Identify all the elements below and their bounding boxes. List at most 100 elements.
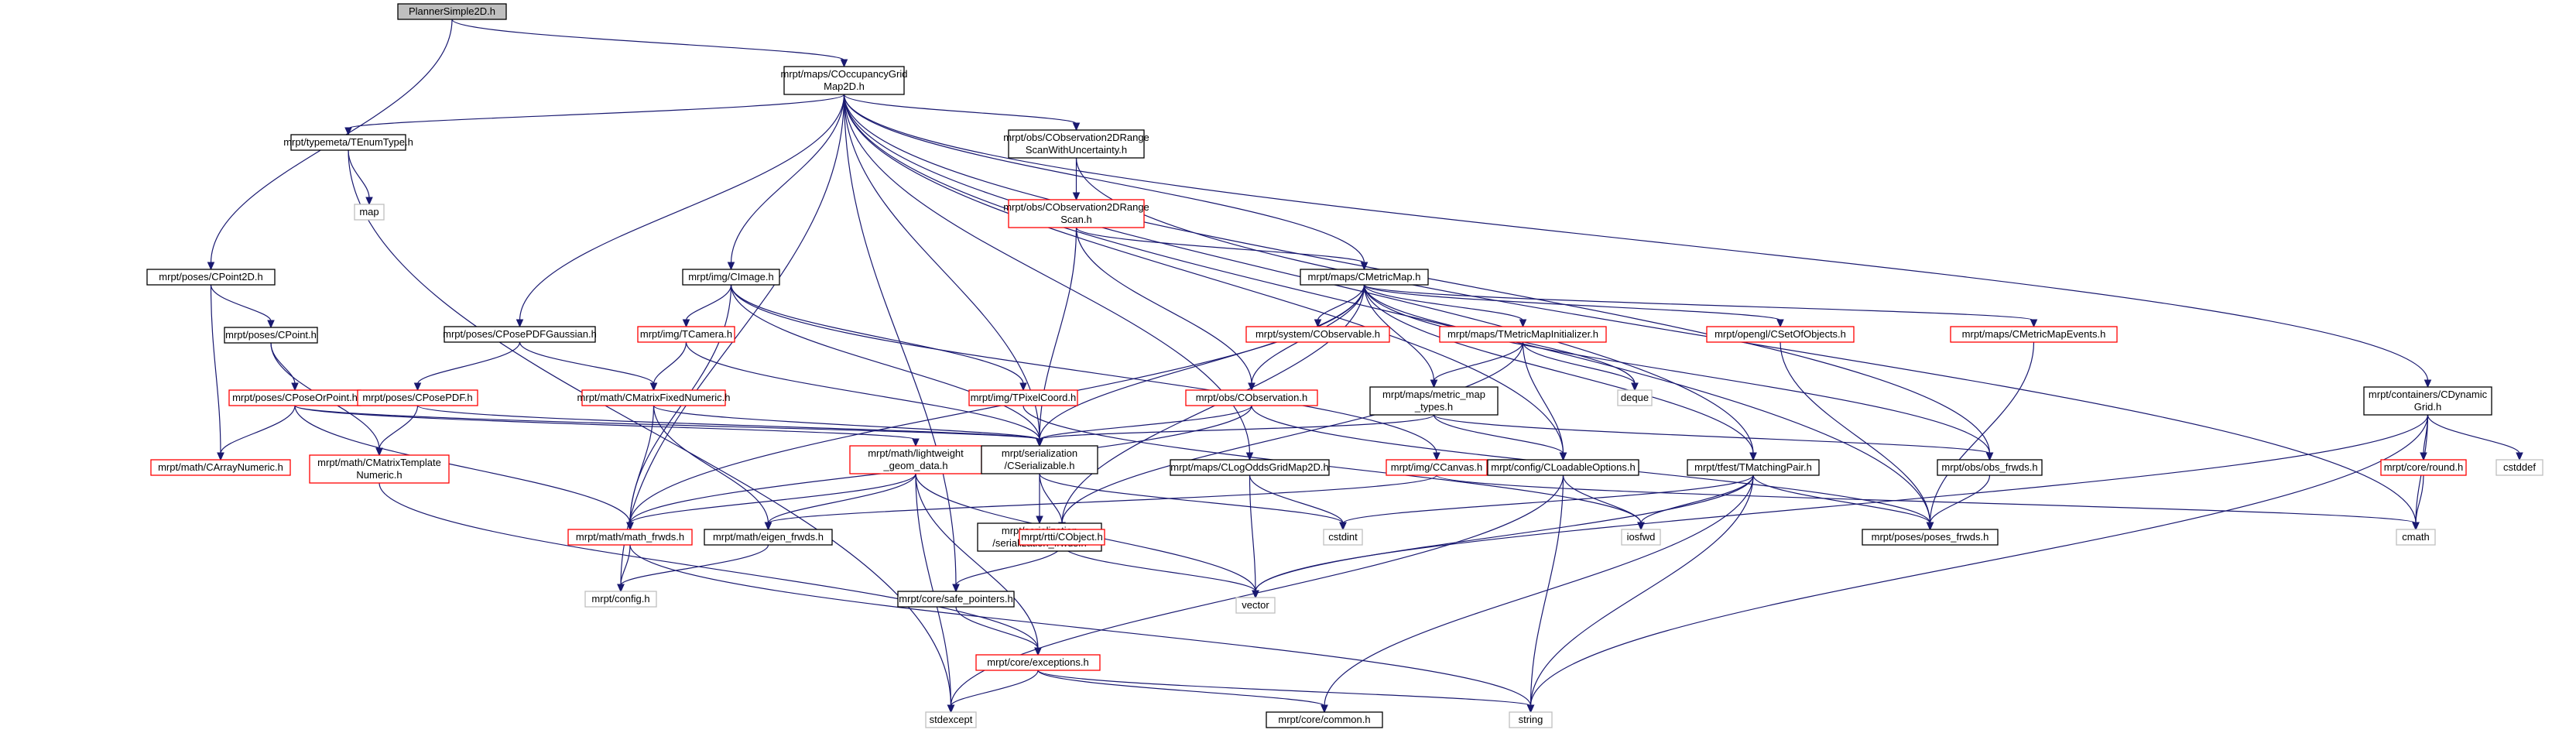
edge-cimage-to-tpixel xyxy=(730,284,1027,392)
graph-node-stdexcept[interactable]: stdexcept xyxy=(925,711,977,728)
graph-node-safeptr[interactable]: mrpt/core/safe_pointers.h xyxy=(897,591,1015,608)
graph-node-lwgeom[interactable]: mrpt/math/lightweight_geom_data.h xyxy=(849,445,982,474)
graph-node-posesfrwds[interactable]: mrpt/poses/poses_frwds.h xyxy=(1862,529,1999,546)
graph-node-cmetric[interactable]: mrpt/maps/CMetricMap.h xyxy=(1300,269,1429,286)
graph-node-cobs2du[interactable]: mrpt/obs/CObservation2DRangeScanWithUnce… xyxy=(1003,129,1149,159)
graph-node-cposepdf[interactable]: mrpt/poses/CPosePDF.h xyxy=(357,389,478,406)
edge-cobject-to-vector xyxy=(1061,544,1259,599)
graph-node-cloadable[interactable]: mrpt/config/CLoadableOptions.h xyxy=(1487,459,1639,476)
graph-node-label: mrpt/poses/CPosePDF.h xyxy=(362,392,472,403)
graph-node-box xyxy=(290,134,406,151)
graph-node-csetobj[interactable]: mrpt/opengl/CSetOfObjects.h xyxy=(1706,326,1855,343)
graph-node-common[interactable]: mrpt/core/common.h xyxy=(1266,711,1383,728)
graph-node-cimage[interactable]: mrpt/img/CImage.h xyxy=(682,269,780,286)
edge-line xyxy=(1075,157,2417,524)
graph-node-cpoint[interactable]: mrpt/poses/CPoint.h xyxy=(224,327,318,344)
graph-node-label: mrpt/poses/CPosePDFGaussian.h xyxy=(443,328,597,340)
graph-node-root[interactable]: PlannerSimple2D.h xyxy=(397,3,507,20)
edge-cobs2d-to-cobservation xyxy=(1075,227,1255,392)
graph-node-label: mrpt/config.h xyxy=(591,593,649,605)
edge-line xyxy=(1436,474,2417,524)
edge-safeptr-to-exceptions xyxy=(955,606,1042,656)
graph-node-label: Numeric.h xyxy=(356,469,402,481)
graph-node-cstddef[interactable]: cstddef xyxy=(2496,459,2543,476)
graph-node-cmetricevents[interactable]: mrpt/maps/CMetricMapEvents.h xyxy=(1950,326,2118,343)
graph-node-label: ScanWithUncertainty.h xyxy=(1026,144,1127,156)
graph-node-label: Grid.h xyxy=(2414,401,2441,413)
edge-cmfn-to-cserial xyxy=(653,405,1043,447)
graph-node-cobject[interactable]: mrpt/rtti/CObject.h xyxy=(1019,529,1105,546)
graph-node-mathfrwds[interactable]: mrpt/math/math_frwds.h xyxy=(567,529,693,546)
graph-node-obsfrwds[interactable]: mrpt/obs/obs_frwds.h xyxy=(1937,459,2043,476)
graph-node-tmatching[interactable]: mrpt/tfest/TMatchingPair.h xyxy=(1687,459,1820,476)
graph-node-cmfn[interactable]: mrpt/math/CMatrixFixedNumeric.h xyxy=(577,389,731,406)
graph-node-label: mrpt/math/eigen_frwds.h xyxy=(713,531,824,543)
edge-cpoint2d-to-carraynum xyxy=(210,284,224,461)
graph-node-metrictypes[interactable]: mrpt/maps/metric_map_types.h xyxy=(1369,386,1499,416)
edge-arrowhead xyxy=(1433,452,1440,461)
graph-node-map[interactable]: map xyxy=(354,204,385,221)
edge-line xyxy=(1363,284,2035,321)
graph-node-label: cmath xyxy=(2402,531,2429,543)
edge-line xyxy=(843,94,1754,454)
graph-node-carraynum[interactable]: mrpt/math/CArrayNumeric.h xyxy=(150,459,291,476)
edge-clogodds-to-cstdint xyxy=(1249,474,1347,531)
edge-arrowhead xyxy=(764,522,772,531)
graph-node-tenum[interactable]: mrpt/typemeta/TEnumType.h xyxy=(283,134,413,151)
edge-cog-to-cobs2du xyxy=(843,94,1081,132)
graph-node-label: mrpt/opengl/CSetOfObjects.h xyxy=(1714,328,1846,340)
graph-node-string[interactable]: string xyxy=(1509,711,1553,728)
edge-metrictypes-to-cloadable xyxy=(1433,414,1567,461)
graph-node-vector[interactable]: vector xyxy=(1235,597,1276,614)
edge-arrowhead xyxy=(2424,379,2432,389)
graph-node-box xyxy=(2396,529,2436,546)
edge-line xyxy=(843,94,1077,125)
edge-arrowhead xyxy=(1072,192,1081,201)
edge-line xyxy=(210,284,221,454)
graph-node-box xyxy=(146,269,276,286)
graph-node-label: mrpt/core/common.h xyxy=(1278,714,1370,725)
graph-node-cstdint[interactable]: cstdint xyxy=(1323,529,1363,546)
graph-node-deque[interactable]: deque xyxy=(1617,389,1653,406)
graph-node-label: stdexcept xyxy=(930,714,973,725)
edge-arrowhead xyxy=(1321,704,1328,714)
graph-node-iosfwd[interactable]: iosfwd xyxy=(1621,529,1661,546)
edge-line xyxy=(1249,474,1256,592)
graph-node-label: mrpt/obs/CObservation2DRange xyxy=(1003,132,1149,143)
edge-cserial-to-cobject xyxy=(1039,473,1066,531)
edge-line xyxy=(1752,474,1931,524)
graph-node-exceptions[interactable]: mrpt/core/exceptions.h xyxy=(975,654,1101,671)
edge-cog-to-tenum xyxy=(344,94,845,136)
graph-node-box xyxy=(1862,529,1999,546)
graph-node-cobservable[interactable]: mrpt/system/CObservable.h xyxy=(1245,326,1390,343)
graph-node-tpixel[interactable]: mrpt/img/TPixelCoord.h xyxy=(968,389,1078,406)
edge-cobs2du-to-cobs2d xyxy=(1072,158,1081,201)
edge-line xyxy=(1061,544,1256,592)
graph-node-cposepdfg[interactable]: mrpt/poses/CPosePDFGaussian.h xyxy=(443,326,597,343)
graph-node-clogodds[interactable]: mrpt/maps/CLogOddsGridMap2D.h xyxy=(1170,459,1330,476)
graph-node-config[interactable]: mrpt/config.h xyxy=(584,591,657,608)
edge-line xyxy=(416,341,521,385)
graph-node-coreround[interactable]: mrpt/core/round.h xyxy=(2380,459,2467,476)
graph-node-label: _geom_data.h xyxy=(882,460,947,471)
graph-node-cobservation[interactable]: mrpt/obs/CObservation.h xyxy=(1185,389,1318,406)
graph-node-label: mrpt/math/CArrayNumeric.h xyxy=(158,461,283,473)
graph-node-eigenfrwds[interactable]: mrpt/math/eigen_frwds.h xyxy=(704,529,833,546)
edge-line xyxy=(843,94,1931,524)
graph-node-label: deque xyxy=(1621,392,1649,403)
graph-node-cpoint2d[interactable]: mrpt/poses/CPoint2D.h xyxy=(146,269,276,286)
graph-node-cmath[interactable]: cmath xyxy=(2396,529,2436,546)
graph-node-box xyxy=(897,591,1015,608)
edge-line xyxy=(1433,414,1564,454)
graph-node-cposeorpoint[interactable]: mrpt/poses/CPoseOrPoint.h xyxy=(228,389,361,406)
graph-node-cserial[interactable]: mrpt/serialization/CSerializable.h xyxy=(981,445,1098,474)
graph-node-tcamera[interactable]: mrpt/img/TCamera.h xyxy=(637,326,735,343)
graph-node-ccanvas[interactable]: mrpt/img/CCanvas.h xyxy=(1386,459,1488,476)
graph-node-tmetricinit[interactable]: mrpt/maps/TMetricMapInitializer.h xyxy=(1439,326,1607,343)
graph-node-label: mrpt/poses/CPoint.h xyxy=(225,329,317,341)
edge-cmetric-to-tmetricinit xyxy=(1363,284,1527,328)
